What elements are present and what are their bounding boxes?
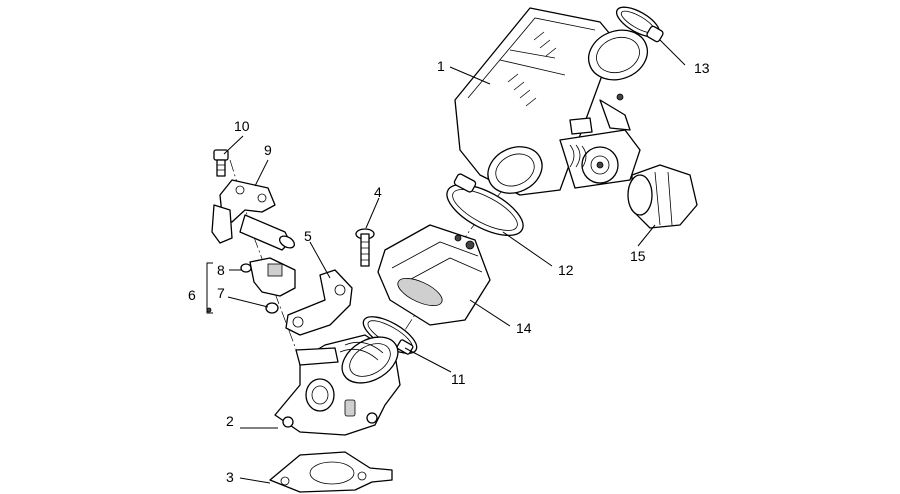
- part-7-sensor: [249, 257, 296, 314]
- callout-3: 3: [226, 469, 234, 485]
- callout-2: 2: [226, 413, 234, 429]
- callout-5: 5: [304, 228, 312, 244]
- part-10-bolt: [213, 149, 229, 177]
- part-3-gasket: [269, 451, 393, 493]
- callout-8: 8: [217, 262, 225, 278]
- callout-6: 6: [188, 287, 196, 303]
- callout-4: 4: [374, 184, 382, 200]
- part-13-hose-clamp: [615, 6, 664, 43]
- group-6-marker: [206, 307, 212, 313]
- callout-11: 11: [451, 371, 466, 387]
- group-6-bracket: [206, 262, 213, 314]
- callout-12: 12: [558, 262, 574, 278]
- callout-15: 15: [630, 248, 646, 264]
- callout-9: 9: [264, 142, 272, 158]
- part-2-intake-manifold: [274, 334, 401, 436]
- callout-14: 14: [516, 320, 532, 336]
- callout-labels: 1 2 3 4 5 6 7 8 9 10 11 12 13 14 15: [188, 58, 710, 485]
- part-4-screw: [355, 228, 375, 267]
- part-14-adapter-sleeve: [377, 224, 491, 326]
- part-5-bracket: [285, 269, 353, 336]
- part-15-connector-cap: [627, 164, 698, 229]
- part-12-clamp: [446, 173, 524, 236]
- callout-1: 1: [437, 58, 445, 74]
- callout-13: 13: [694, 60, 710, 76]
- part-9-sensor: [211, 179, 296, 251]
- part-8-o-ring: [240, 263, 252, 273]
- callout-7: 7: [217, 285, 225, 301]
- part-1-throttle-body: [454, 7, 649, 196]
- callout-10: 10: [234, 118, 250, 134]
- leader-lines: [223, 39, 686, 484]
